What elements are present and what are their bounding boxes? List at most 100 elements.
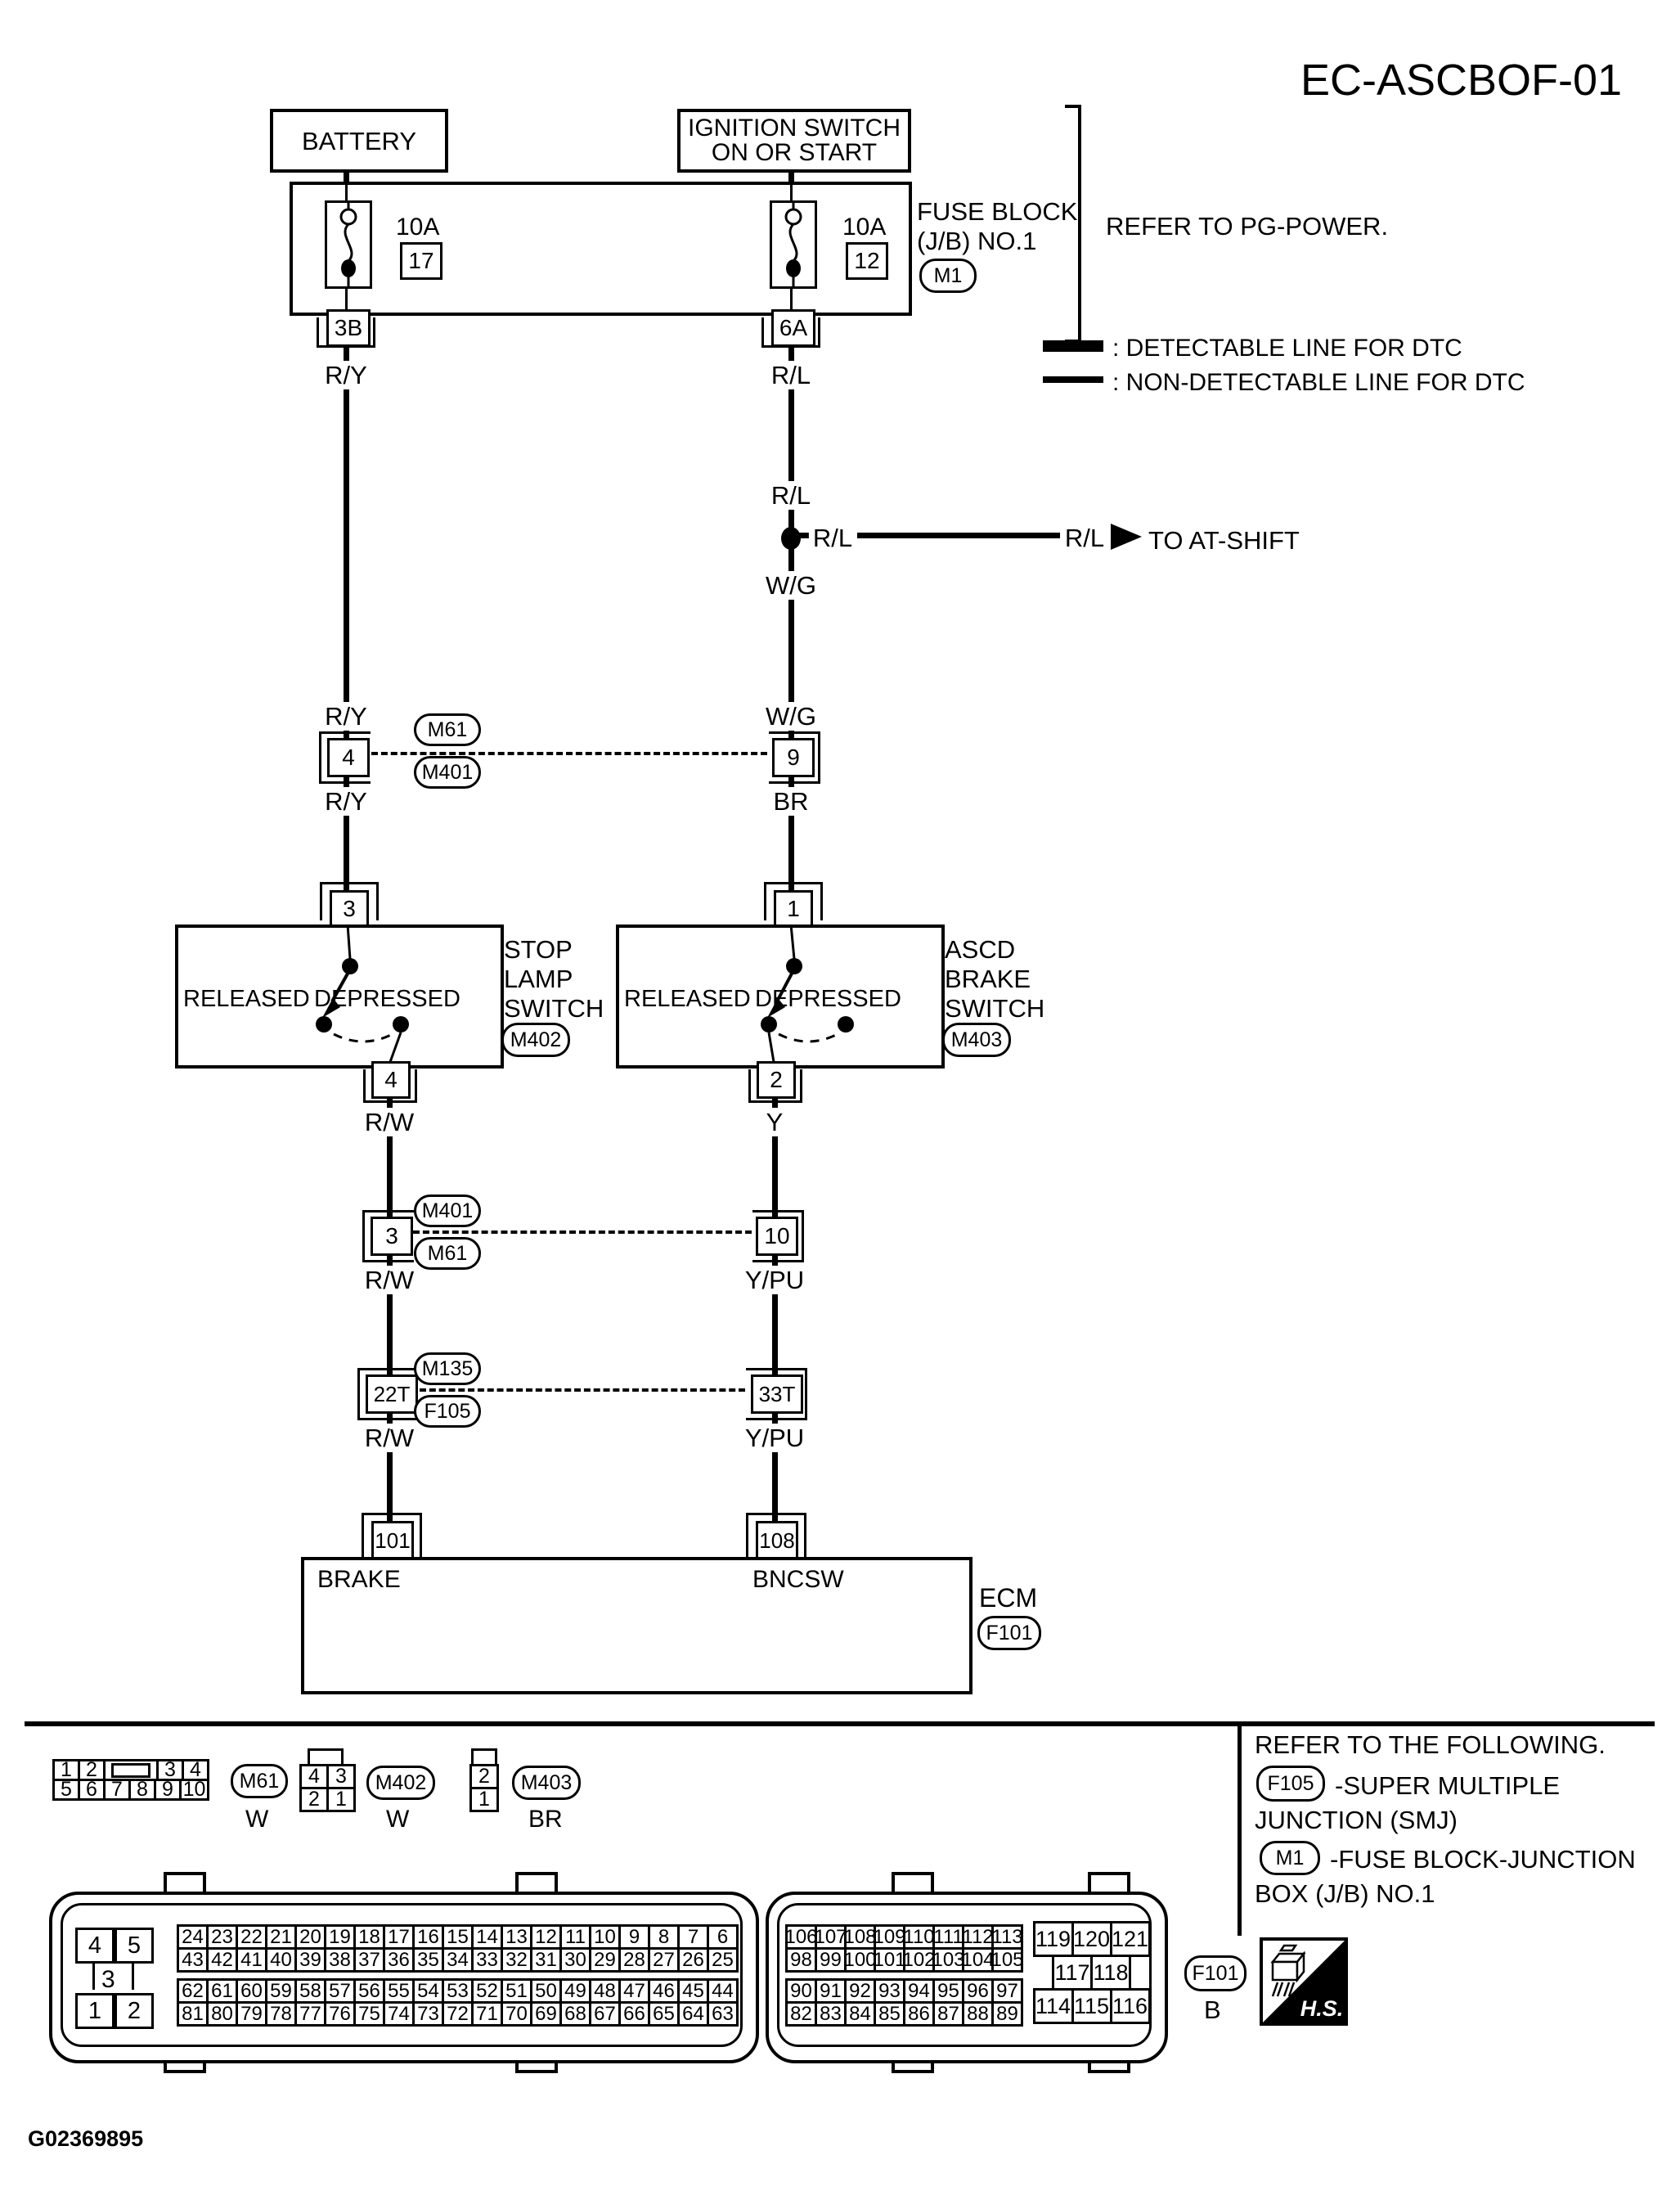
connector-ref-f105-row3: F105 xyxy=(414,1395,481,1428)
wire-label-wg-2: W/G xyxy=(761,702,820,731)
pin-cell: 84 xyxy=(844,2001,876,2027)
pin-cell: 13 xyxy=(501,1924,532,1950)
pin-cell: 120 xyxy=(1071,1921,1112,1957)
pin-cell: 40 xyxy=(265,1947,297,1973)
pin-cell: 100 xyxy=(844,1947,876,1973)
footer-refs-title: REFER TO THE FOLLOWING. xyxy=(1255,1730,1606,1759)
footer-divider xyxy=(1238,1721,1242,1936)
pin-cell: 78 xyxy=(265,2001,297,2027)
connector-22t: 22T xyxy=(366,1374,418,1414)
f105-ref-label: F105 xyxy=(1267,1771,1314,1795)
pin-cell: 27 xyxy=(648,1947,680,1973)
pin-cell: 99 xyxy=(815,1947,847,1973)
branch-wire-label-2: R/L xyxy=(1060,524,1109,552)
pin-cell: 72 xyxy=(442,2001,474,2027)
footer-ref-f105: F105 xyxy=(1256,1766,1325,1802)
pin-sw1-label: 1 xyxy=(787,896,800,921)
m402-pin-cell: 2 xyxy=(299,1787,329,1812)
wire-fuse-left-bottom xyxy=(345,284,348,309)
pin-3b-label: 3B xyxy=(334,315,363,340)
m402-ref-label: M402 xyxy=(375,1770,427,1794)
m61-color-label: W xyxy=(245,1806,269,1833)
pin-cell: 51 xyxy=(501,1978,532,2004)
connector-9: 9 xyxy=(772,738,815,777)
m1-ref-label: M1 xyxy=(1275,1846,1305,1869)
pin-cell: 92 xyxy=(844,1978,876,2004)
pin-cell: 75 xyxy=(353,2001,385,2027)
pin-cell: 73 xyxy=(412,2001,444,2027)
wire-ignition-stub xyxy=(788,166,794,182)
ignition-label-line2: ON OR START xyxy=(711,139,878,166)
connector-sw4: 4 xyxy=(371,1061,411,1099)
fuse-left-rating: 10A xyxy=(396,214,440,241)
pin-cell: 14 xyxy=(471,1924,503,1950)
pin-cell: 28 xyxy=(618,1947,650,1973)
refer-pg-power-note: REFER TO PG-POWER. xyxy=(1106,212,1389,241)
pin-cell: 121 xyxy=(1109,1921,1151,1957)
pin-cell: 52 xyxy=(471,1978,503,2004)
connector-101: 101 xyxy=(371,1521,414,1560)
wire-label-ry-3: R/Y xyxy=(321,787,371,816)
pin-cell: 58 xyxy=(294,1978,326,2004)
connector-sw3: 3 xyxy=(330,890,369,928)
pin-cell: 70 xyxy=(501,2001,532,2027)
footer-ref-m61: M61 xyxy=(231,1764,288,1798)
m401-ref-label: M401 xyxy=(421,760,474,784)
pin-block-link xyxy=(92,1964,95,1990)
pin-sw3-label: 3 xyxy=(343,896,356,921)
pin-cell: 37 xyxy=(353,1947,385,1973)
pin-cell: 67 xyxy=(589,2001,621,2027)
wire-fuse-right-top xyxy=(790,182,793,201)
m403-pin-cell: 1 xyxy=(469,1787,499,1812)
battery-label: BATTERY xyxy=(301,126,417,155)
wire-right-column xyxy=(788,309,794,925)
branch-line xyxy=(857,533,1060,538)
pin-cell: 36 xyxy=(383,1947,415,1973)
wire-label-br-1: BR xyxy=(769,787,813,816)
pin-9-label: 9 xyxy=(787,745,800,770)
footer-ref-m1: M1 xyxy=(1260,1841,1320,1875)
stop-lamp-name2: LAMP xyxy=(504,965,573,993)
branch-arrow-icon xyxy=(1111,524,1142,550)
pin-cell: 88 xyxy=(962,2001,994,2027)
pin-cell: 32 xyxy=(501,1947,532,1973)
wire-fuse-left-top xyxy=(345,182,348,201)
pin-cell: 103 xyxy=(932,1947,964,1973)
connector-sw4-cup xyxy=(363,1069,417,1103)
pin-cell: 90 xyxy=(785,1978,817,2004)
m403-pin-cell: 2 xyxy=(469,1764,499,1789)
connector-101-cup xyxy=(362,1513,422,1558)
pin-cell: 102 xyxy=(903,1947,935,1973)
footer-ref-m403: M403 xyxy=(512,1766,581,1800)
ascd-name1: ASCD xyxy=(945,935,1016,964)
m61-pin-cell: 1 xyxy=(52,1759,80,1781)
pin-cell: 93 xyxy=(874,1978,905,2004)
pin-cell: 117 xyxy=(1052,1955,1093,1991)
pin-cell: 98 xyxy=(785,1947,817,1973)
pin-cell: 109 xyxy=(874,1924,905,1950)
pin-cell: 79 xyxy=(236,2001,267,2027)
connector-33t: 33T xyxy=(751,1374,803,1414)
m61-ref-label: M61 xyxy=(239,1769,280,1793)
pin-cell: 47 xyxy=(618,1978,650,2004)
footer-f105-line2: JUNCTION (SMJ) xyxy=(1255,1806,1458,1834)
pin-cell: 95 xyxy=(932,1978,964,2004)
fuse-right-box xyxy=(770,200,817,289)
m402-pin-cell: 3 xyxy=(326,1764,356,1789)
group-bracket xyxy=(1065,105,1081,343)
pin-4-label: 4 xyxy=(342,745,355,770)
pin-cell: 9 xyxy=(618,1924,650,1950)
pin-cell: 54 xyxy=(412,1978,444,2004)
figure-code: G02369895 xyxy=(28,2126,144,2151)
fuse-right-rating: 10A xyxy=(842,214,887,241)
pin-cell: 94 xyxy=(903,1978,935,2004)
ecm-pin-name-bncsw: BNCSW xyxy=(752,1566,844,1593)
wire-label-ry-2: R/Y xyxy=(321,702,371,731)
ecm-small-pin-mid: 3 xyxy=(101,1966,115,1993)
pin-cell: 77 xyxy=(294,2001,326,2027)
